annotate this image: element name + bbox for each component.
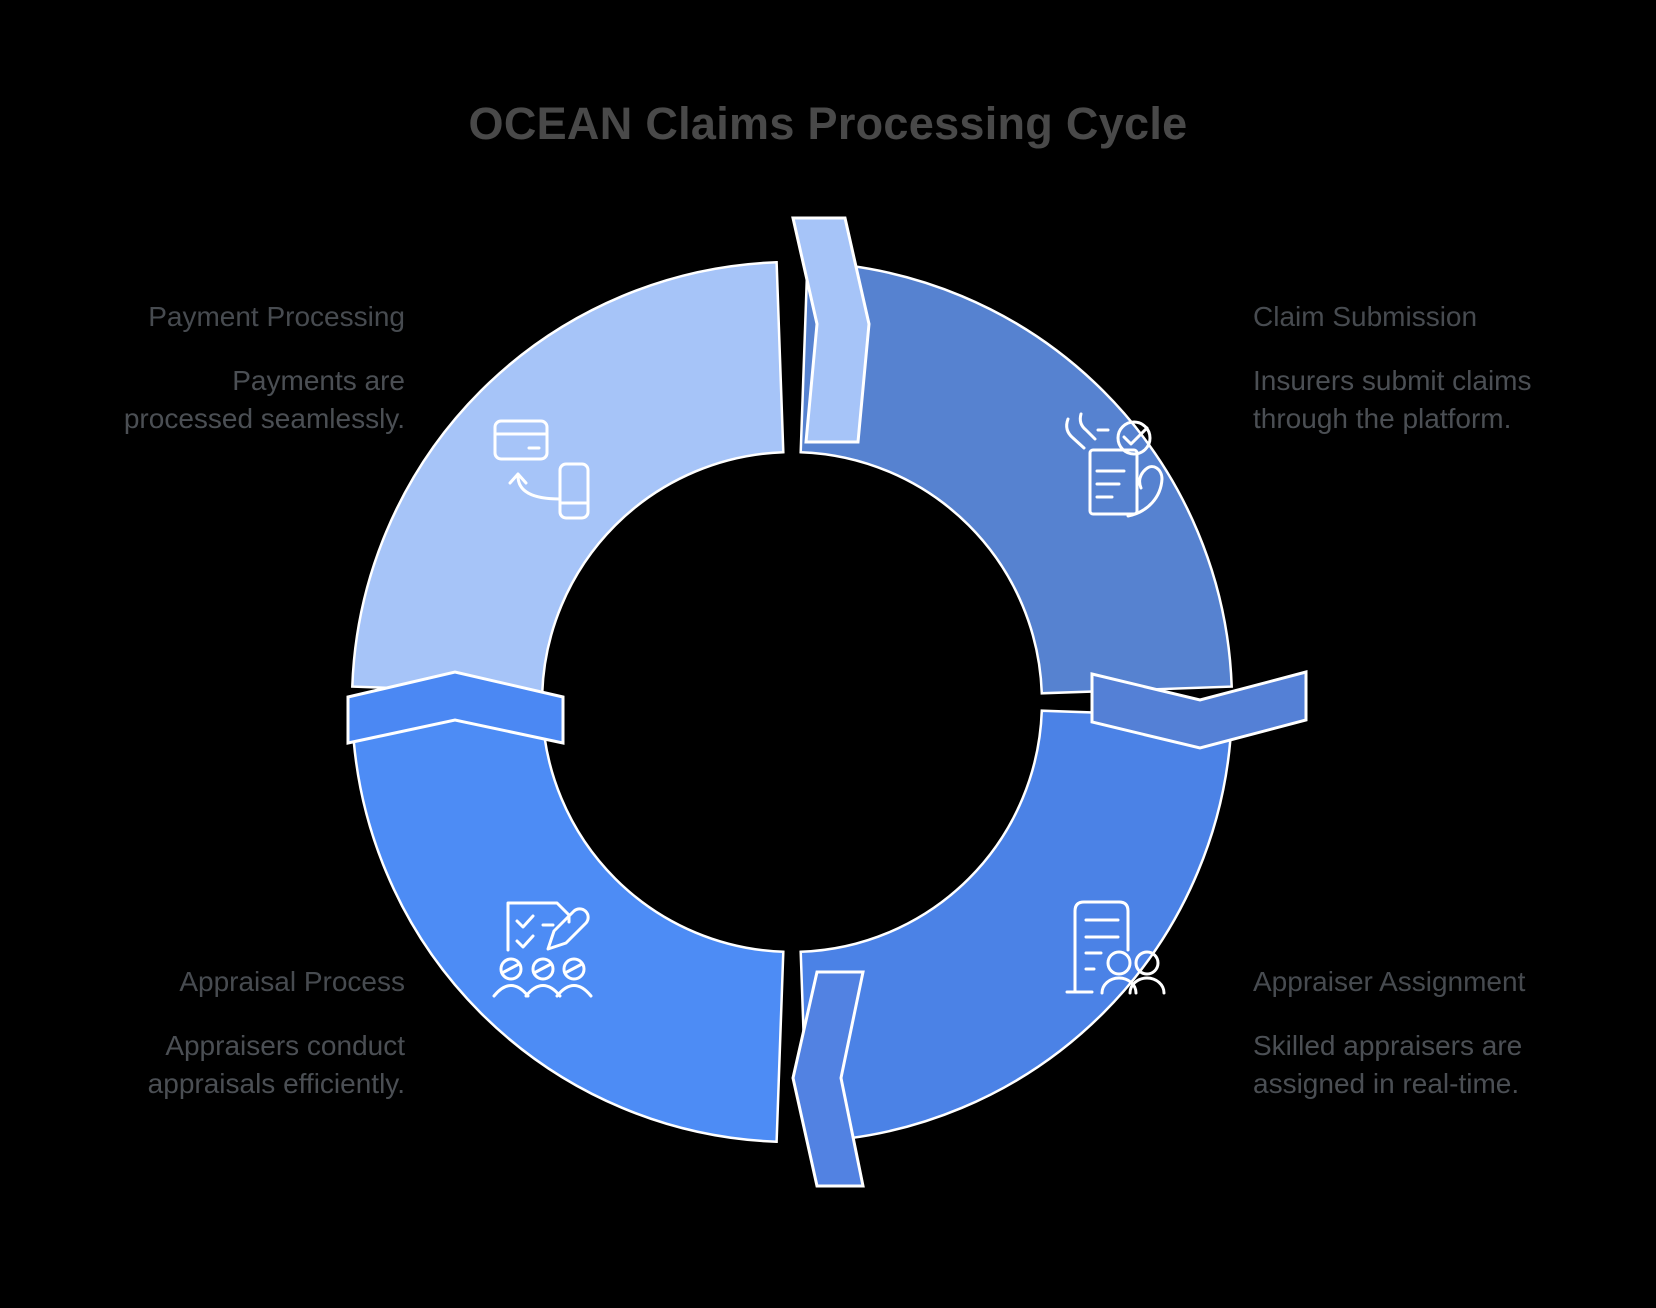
arrow-top-icon xyxy=(791,216,871,444)
arrow-bottom-icon xyxy=(791,970,865,1188)
checklist-pencil-people-icon xyxy=(492,901,593,998)
claim-document-hands-icon xyxy=(1065,412,1164,518)
ring-segments xyxy=(351,261,1233,1143)
diagram-title: OCEAN Claims Processing Cycle xyxy=(468,98,1188,149)
step-heading: Payment Processing xyxy=(148,301,405,332)
segment-payment-processing xyxy=(351,261,785,695)
step-icons xyxy=(492,412,1166,998)
step-label-appraisal-process: Appraisal Process Appraisers conduct app… xyxy=(100,963,405,1103)
segment-appraiser-assignment xyxy=(799,709,1233,1143)
segment-claim-submission xyxy=(799,261,1233,695)
flow-arrows xyxy=(346,216,1308,1188)
arrow-left-icon xyxy=(346,670,565,745)
card-phone-transfer-icon xyxy=(493,419,590,520)
step-description: Skilled appraisers are assigned in real-… xyxy=(1253,1030,1523,1099)
arrow-right-icon xyxy=(1090,670,1308,750)
step-label-appraiser-assignment: Appraiser Assignment Skilled appraisers … xyxy=(1253,963,1583,1103)
step-description: Insurers submit claims through the platf… xyxy=(1253,365,1532,434)
roster-people-icon xyxy=(1065,900,1166,995)
step-label-claim-submission: Claim Submission Insurers submit claims … xyxy=(1253,298,1583,438)
step-heading: Appraiser Assignment xyxy=(1253,966,1526,997)
step-description: Payments are processed seamlessly. xyxy=(123,365,405,434)
segment-appraisal-process xyxy=(351,709,785,1143)
step-heading: Appraisal Process xyxy=(179,966,405,997)
step-heading: Claim Submission xyxy=(1253,301,1478,332)
step-description: Appraisers conduct appraisals efficientl… xyxy=(147,1030,405,1099)
step-label-payment-processing: Payment Processing Payments are processe… xyxy=(100,298,405,438)
